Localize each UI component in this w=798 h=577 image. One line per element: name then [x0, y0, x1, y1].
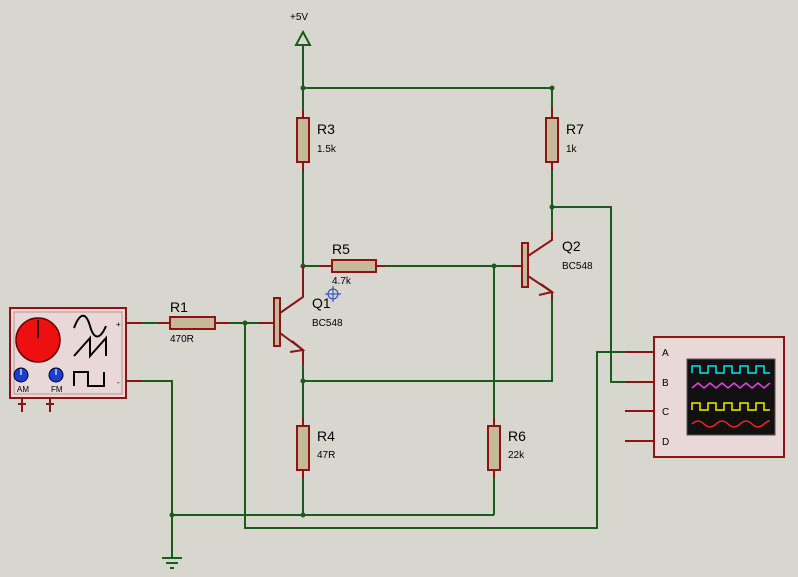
q1-emitter-arrow-icon	[289, 340, 306, 353]
r4-value: 47R	[317, 450, 335, 461]
generator-inner-frame	[13, 311, 123, 395]
power-label: +5V	[290, 12, 308, 23]
generator-bottom-pins	[18, 398, 54, 412]
oscilloscope[interactable]: A B C D	[625, 336, 785, 458]
scope-channel-d: D	[662, 437, 669, 448]
r7-ref: R7	[566, 121, 584, 137]
wire-scope-a[interactable]	[244, 323, 625, 529]
r6-value: 22k	[508, 450, 525, 461]
q2-emitter-arrow-icon	[538, 283, 555, 296]
resistor-body	[169, 316, 216, 330]
scope-input-pins	[625, 351, 654, 442]
resistor-r1[interactable]: R1 470R	[158, 299, 230, 345]
wire-emitter-link[interactable]	[303, 300, 553, 382]
crosshair-cursor-icon	[325, 286, 341, 302]
wire-generator-minus[interactable]	[142, 380, 173, 558]
junction-dot	[491, 263, 497, 269]
power-terminal[interactable]: +5V	[290, 12, 312, 46]
trace-c-square-wave	[691, 402, 770, 411]
sawtooth-wave-icon	[73, 335, 107, 359]
junction-dot	[300, 85, 306, 91]
q2-collector-lead	[527, 232, 553, 257]
junction-dot	[169, 512, 175, 518]
power-arrow-icon	[294, 29, 312, 46]
r5-value: 4.7k	[332, 276, 352, 287]
resistor-body	[296, 425, 310, 471]
generator-plus-label: +	[116, 320, 121, 329]
q2-ref: Q2	[562, 238, 581, 254]
ground-terminal[interactable]	[162, 557, 182, 569]
resistor-r6[interactable]: R6 22k	[487, 418, 526, 478]
resistor-r3[interactable]: R3 1.5k	[296, 110, 337, 172]
fm-label: FM	[51, 385, 63, 394]
resistor-r5[interactable]: R5 4.7k	[320, 241, 385, 287]
resistor-body	[487, 425, 501, 471]
scope-channel-a: A	[662, 348, 669, 359]
resistor-body	[331, 259, 377, 273]
am-label: AM	[17, 385, 29, 394]
junction-dot	[300, 512, 306, 518]
transistor-q2[interactable]: Q2 BC548	[512, 232, 593, 300]
generator-output-pins	[126, 322, 142, 382]
signal-generator[interactable]: AM FM + -	[9, 307, 142, 412]
q2-base-bar	[521, 242, 529, 288]
r6-ref: R6	[508, 428, 526, 444]
q1-ref: Q1	[312, 295, 331, 311]
resistor-r4[interactable]: R4 47R	[296, 418, 335, 478]
r3-ref: R3	[317, 121, 335, 137]
sine-wave-icon	[73, 314, 107, 338]
junction-dot	[300, 378, 306, 384]
transistor-q1[interactable]: Q1 BC548	[258, 266, 343, 365]
r7-value: 1k	[566, 144, 578, 155]
wires	[142, 44, 625, 558]
resistor-r7[interactable]: R7 1k	[545, 108, 584, 170]
frequency-knob-icon[interactable]	[15, 317, 61, 363]
r1-value: 470R	[170, 334, 194, 345]
scope-channel-b: B	[662, 378, 669, 389]
trace-b-triangle-wave	[691, 382, 771, 389]
q2-value: BC548	[562, 261, 593, 272]
r1-ref: R1	[170, 299, 188, 315]
junctions	[169, 85, 555, 518]
junction-dot	[549, 204, 555, 210]
trace-d-sine-wave	[691, 420, 771, 428]
scope-channel-c: C	[662, 407, 669, 418]
ground-icon	[162, 557, 182, 569]
junction-dot	[242, 320, 248, 326]
resistor-body	[545, 117, 559, 163]
trace-a-square-wave	[691, 365, 770, 374]
r4-ref: R4	[317, 428, 335, 444]
q1-emitter-lead	[279, 332, 304, 365]
r5-ref: R5	[332, 241, 350, 257]
wire-scope-b[interactable]	[552, 206, 625, 383]
q1-value: BC548	[312, 318, 343, 329]
junction-dot	[549, 85, 555, 91]
q2-emitter-lead	[527, 275, 553, 300]
q1-collector-lead	[279, 266, 304, 314]
square-wave-icon	[73, 371, 105, 387]
resistor-body	[296, 117, 310, 163]
q1-base-bar	[273, 297, 281, 347]
generator-minus-label: -	[117, 378, 120, 387]
r3-value: 1.5k	[317, 144, 337, 155]
